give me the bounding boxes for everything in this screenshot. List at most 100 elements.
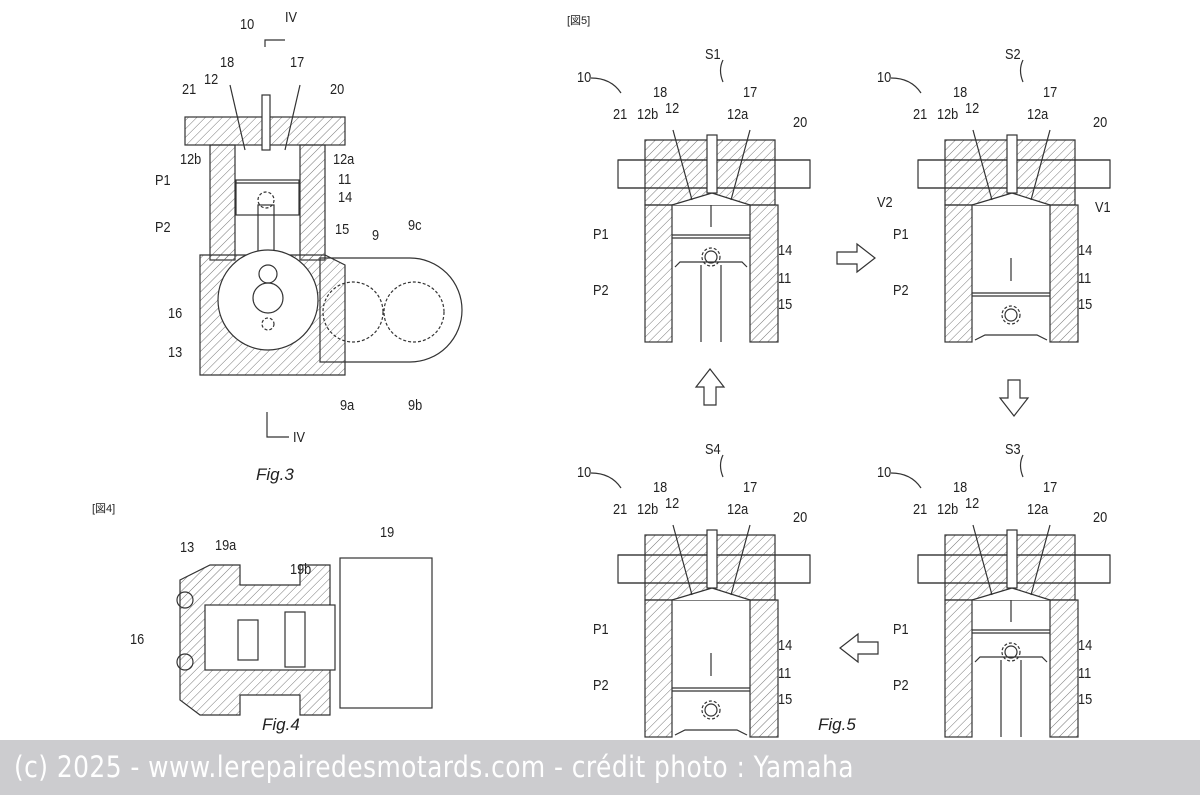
label-p1: P1	[893, 226, 909, 243]
label-20: 20	[1093, 114, 1108, 131]
label-21: 21	[913, 106, 928, 123]
label-11: 11	[778, 270, 792, 287]
label-20: 20	[1093, 509, 1108, 526]
fig3-caption: Fig.3	[256, 465, 294, 484]
label-p2: P2	[593, 677, 609, 694]
label-10: 10	[577, 464, 592, 481]
label-14: 14	[778, 637, 793, 654]
fig4-caption: Fig.4	[262, 715, 300, 734]
label-17: 17	[1043, 479, 1058, 496]
label-p2: P2	[593, 282, 609, 299]
label-12b: 12b	[637, 501, 659, 518]
watermark-credit-bar: (c) 2025 - www.lerepairedesmotards.com -…	[0, 740, 1200, 795]
fig3-engine-drawing	[184, 39, 463, 438]
label-14: 14	[338, 189, 353, 206]
cylinder-drawing	[890, 454, 1111, 738]
label-12: 12	[665, 495, 680, 512]
label-11: 11	[1078, 665, 1092, 682]
label-stroke: S2	[1005, 46, 1021, 63]
label-p1: P1	[155, 172, 171, 189]
cylinder-drawing	[890, 59, 1111, 343]
label-9a: 9a	[340, 397, 355, 414]
label-18: 18	[953, 84, 968, 101]
label-11: 11	[1078, 270, 1092, 287]
label-stroke: S1	[705, 46, 721, 63]
label-12a: 12a	[1027, 106, 1049, 123]
label-iv-top: IV	[285, 9, 298, 26]
label-9b: 9b	[408, 397, 423, 414]
label-15: 15	[1078, 296, 1093, 313]
label-17: 17	[1043, 84, 1058, 101]
label-9c: 9c	[408, 217, 422, 234]
label-12: 12	[204, 71, 219, 88]
label-13: 13	[168, 344, 183, 361]
label-12a: 12a	[727, 501, 749, 518]
label-10: 10	[577, 69, 592, 86]
label-12b: 12b	[937, 106, 959, 123]
label-11: 11	[778, 665, 792, 682]
label-p1: P1	[593, 621, 609, 638]
label-p2: P2	[893, 677, 909, 694]
label-iv-bottom: IV	[293, 429, 306, 446]
arrow-right-icon	[836, 242, 876, 274]
cylinder-drawing	[590, 59, 811, 343]
label-19: 19	[380, 524, 395, 541]
label-21: 21	[613, 106, 628, 123]
cylinder-drawing	[590, 454, 811, 738]
label-12b: 12b	[937, 501, 959, 518]
label-21: 21	[182, 81, 197, 98]
label-10: 10	[877, 69, 892, 86]
label-p2: P2	[893, 282, 909, 299]
label-p1: P1	[593, 226, 609, 243]
label-v1: V1	[1095, 199, 1111, 216]
label-19b: 19b	[290, 561, 312, 578]
label-stroke: S3	[1005, 441, 1021, 458]
label-17: 17	[743, 479, 758, 496]
label-16: 16	[168, 305, 183, 322]
label-p2: P2	[155, 219, 171, 236]
label-17: 17	[743, 84, 758, 101]
label-13: 13	[180, 539, 195, 556]
label-20: 20	[330, 81, 345, 98]
label-stroke: S4	[705, 441, 721, 458]
label-12b: 12b	[180, 151, 202, 168]
arrow-down-icon	[998, 379, 1030, 417]
cycle-arrows	[694, 242, 1030, 664]
label-p1: P1	[893, 621, 909, 638]
label-12a: 12a	[727, 106, 749, 123]
label-10: 10	[877, 464, 892, 481]
label-12a: 12a	[333, 151, 355, 168]
label-18: 18	[653, 84, 668, 101]
arrow-up-icon	[694, 368, 726, 406]
label-11: 11	[338, 171, 352, 188]
label-12b: 12b	[637, 106, 659, 123]
fig5-tag: [図5]	[567, 15, 591, 27]
label-14: 14	[778, 242, 793, 259]
label-v2: V2	[877, 194, 893, 211]
label-17: 17	[290, 54, 305, 71]
label-20: 20	[793, 114, 808, 131]
label-19a: 19a	[215, 537, 237, 554]
label-18: 18	[653, 479, 668, 496]
label-14: 14	[1078, 637, 1093, 654]
fig4-generator-drawing	[176, 557, 433, 716]
label-12: 12	[965, 100, 980, 117]
arrow-left-icon	[839, 632, 879, 664]
label-15: 15	[1078, 691, 1093, 708]
label-20: 20	[793, 509, 808, 526]
label-18: 18	[953, 479, 968, 496]
fig4-tag: [図4]	[92, 503, 116, 515]
label-15: 15	[335, 221, 350, 238]
label-10: 10	[240, 16, 255, 33]
label-12a: 12a	[1027, 501, 1049, 518]
label-21: 21	[913, 501, 928, 518]
label-14: 14	[1078, 242, 1093, 259]
label-18: 18	[220, 54, 235, 71]
label-15: 15	[778, 691, 793, 708]
